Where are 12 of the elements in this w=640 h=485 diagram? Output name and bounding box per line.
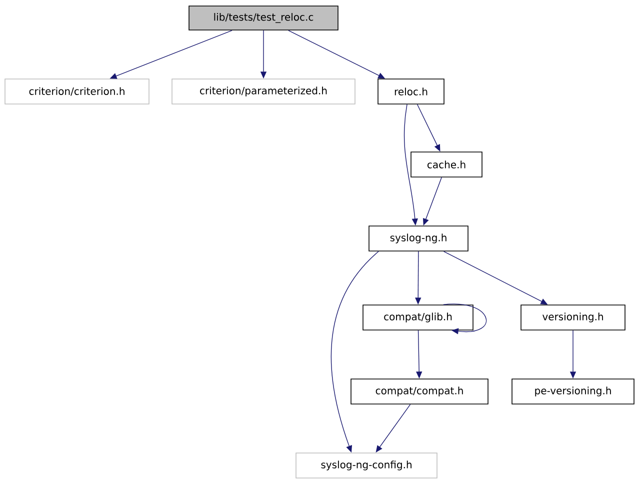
file-box: syslog-ng-config.h (296, 452, 438, 478)
file-box: pe-versioning.h (512, 378, 634, 404)
file-box: criterion/parameterized.h (172, 78, 356, 104)
file-box: reloc.h (378, 78, 444, 104)
file-box: compat/glib.h (362, 304, 474, 330)
file-box: compat/compat.h (350, 378, 488, 404)
file-box: cache.h (410, 152, 482, 178)
file-box: syslog-ng.h (368, 226, 468, 252)
file-box: lib/tests/test_reloc.c (188, 6, 338, 30)
file-box: criterion/criterion.h (4, 78, 150, 104)
arrow (443, 304, 487, 334)
file-box: versioning.h (520, 304, 626, 330)
